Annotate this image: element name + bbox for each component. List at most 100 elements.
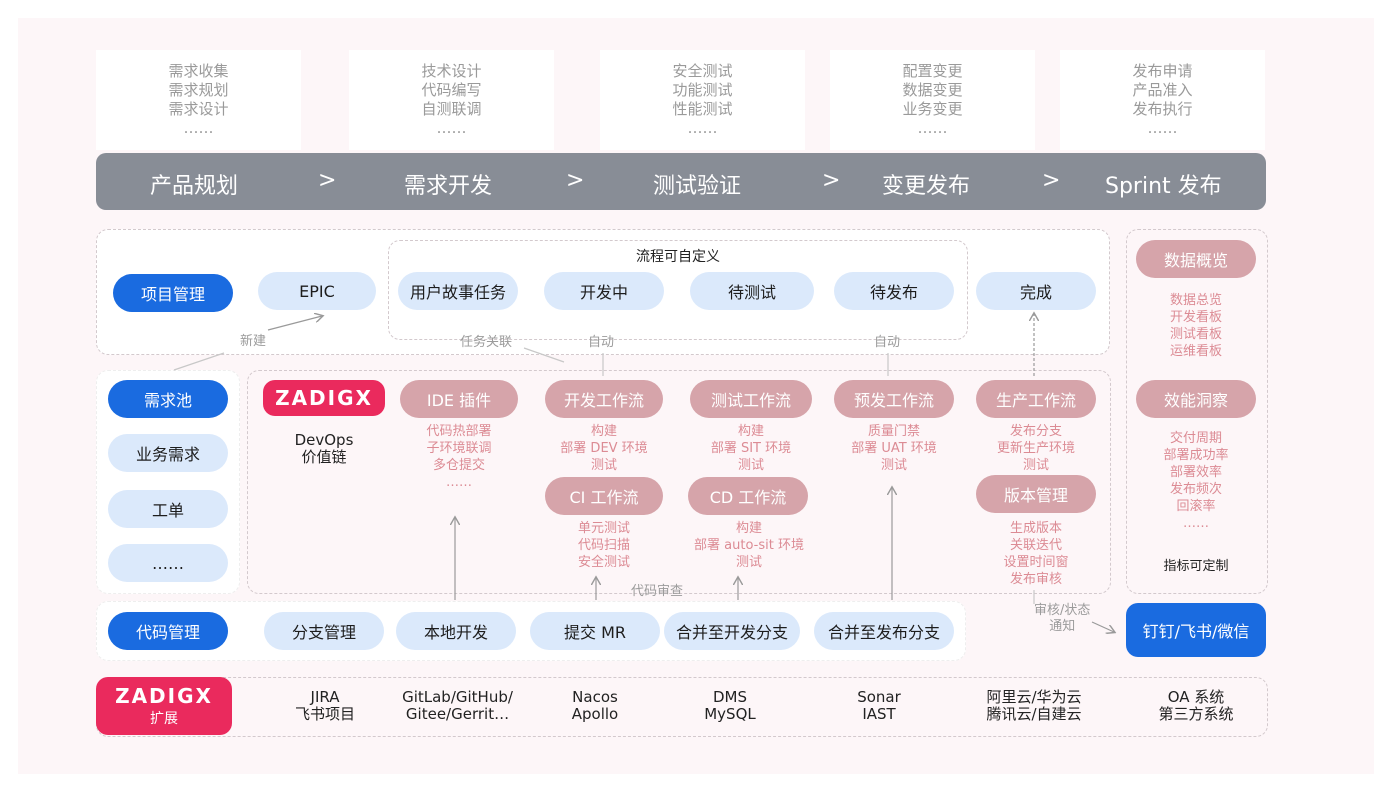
ext-line: Apollo bbox=[571, 705, 619, 723]
ext-item-sonar: Sonar IAST bbox=[834, 689, 924, 723]
merge-release-branch-pill[interactable]: 合并至发布分支 bbox=[814, 612, 954, 650]
code-management-button[interactable]: 代码管理 bbox=[108, 612, 228, 650]
merge-dev-branch-pill[interactable]: 合并至开发分支 bbox=[664, 612, 800, 650]
arrow-notify-im bbox=[1091, 621, 1114, 632]
stage-separator: > bbox=[822, 168, 841, 193]
stage-separator: > bbox=[318, 168, 337, 193]
ext-line: Gitee/Gerrit… bbox=[405, 705, 510, 723]
stage-item: 需求规划 bbox=[168, 81, 229, 99]
notify-label: 审核/状态 通知 bbox=[1034, 603, 1090, 635]
stage-label-testing: 测试验证 bbox=[653, 174, 742, 199]
version-item: 发布审核 bbox=[1009, 572, 1062, 587]
arrow-new-epic bbox=[267, 316, 322, 331]
ide-item: 子环境联调 bbox=[426, 441, 492, 456]
stage-separator: > bbox=[1042, 168, 1061, 193]
data-overview-items: 数据总览 开发看板 测试看板 运维看板 bbox=[1136, 292, 1256, 360]
version-management-pill[interactable]: 版本管理 bbox=[976, 475, 1096, 513]
stage-item: 需求设计 bbox=[168, 100, 229, 118]
line-project-demand bbox=[173, 352, 225, 371]
ide-plugin-items: 代码热部署 子环境联调 多仓提交 …… bbox=[400, 423, 518, 491]
stage-item: 技术设计 bbox=[421, 62, 482, 80]
auto-label: 自动 bbox=[588, 335, 615, 350]
stage-box-change: 配置变更 数据变更 业务变更 …… bbox=[830, 50, 1035, 150]
ext-label: 扩展 bbox=[150, 711, 178, 727]
flow-step-to-test[interactable]: 待测试 bbox=[690, 272, 814, 310]
project-management-button[interactable]: 项目管理 bbox=[113, 274, 233, 312]
stage-item: 产品准入 bbox=[1132, 81, 1193, 99]
ext-line: GitLab/GitHub/ bbox=[402, 688, 513, 706]
stage-item: 功能测试 bbox=[672, 81, 733, 99]
cd-item: 部署 auto-sit 环境 bbox=[694, 538, 804, 553]
line-task-link bbox=[523, 347, 565, 363]
insight-item: 发布频次 bbox=[1169, 482, 1222, 497]
value-chain-text: 价值链 bbox=[301, 448, 347, 466]
ext-item-oa: OA 系统 第三方系统 bbox=[1136, 689, 1256, 723]
stage-box-development: 技术设计 代码编写 自测联调 …… bbox=[349, 50, 554, 150]
ext-line: OA 系统 bbox=[1167, 688, 1225, 706]
metrics-custom-label: 指标可定制 bbox=[1163, 559, 1229, 574]
ext-logo-text: ZADIGX bbox=[115, 684, 213, 708]
stage-item: 发布申请 bbox=[1132, 62, 1193, 80]
ext-line: JIRA bbox=[310, 688, 340, 706]
logo-text: ZADIGX bbox=[275, 386, 373, 410]
flow-custom-title: 流程可自定义 bbox=[636, 249, 720, 265]
overview-item: 开发看板 bbox=[1169, 310, 1222, 325]
pre-workflow-items: 质量门禁 部署 UAT 环境 测试 bbox=[828, 423, 960, 474]
data-overview-pill[interactable]: 数据概览 bbox=[1136, 240, 1256, 278]
flow-step-done[interactable]: 完成 bbox=[976, 272, 1096, 310]
pre-item: 部署 UAT 环境 bbox=[851, 441, 937, 456]
overview-item: 运维看板 bbox=[1169, 344, 1222, 359]
stage-bar bbox=[96, 153, 1266, 210]
version-item: 关联迭代 bbox=[1009, 538, 1062, 553]
notify-line: 审核/状态 bbox=[1034, 603, 1091, 618]
stage-box-testing: 安全测试 功能测试 性能测试 …… bbox=[600, 50, 805, 150]
efficiency-insight-pill[interactable]: 效能洞察 bbox=[1136, 380, 1256, 418]
dev-workflow-pill[interactable]: 开发工作流 bbox=[545, 380, 663, 418]
flow-step-user-story[interactable]: 用户故事任务 bbox=[398, 272, 518, 310]
local-dev-pill[interactable]: 本地开发 bbox=[396, 612, 516, 650]
ext-line: DMS bbox=[712, 688, 747, 706]
test-workflow-pill[interactable]: 测试工作流 bbox=[690, 380, 812, 418]
submit-mr-pill[interactable]: 提交 MR bbox=[530, 612, 660, 650]
business-demand-pill[interactable]: 业务需求 bbox=[108, 434, 228, 472]
dev-workflow-items: 构建 部署 DEV 环境 测试 bbox=[540, 423, 668, 474]
ci-item: 单元测试 bbox=[577, 521, 630, 536]
insight-item: 交付周期 bbox=[1169, 431, 1222, 446]
cd-workflow-pill[interactable]: CD 工作流 bbox=[688, 477, 808, 515]
data-panel bbox=[1126, 229, 1268, 594]
pre-item: 测试 bbox=[880, 458, 907, 473]
more-pill[interactable]: …… bbox=[108, 544, 228, 582]
ci-item: 代码扫描 bbox=[577, 538, 630, 553]
ext-line: IAST bbox=[862, 705, 896, 723]
ext-item-git: GitLab/GitHub/ Gitee/Gerrit… bbox=[385, 689, 530, 723]
insight-item: 部署效率 bbox=[1169, 465, 1222, 480]
prod-workflow-pill[interactable]: 生产工作流 bbox=[976, 380, 1096, 418]
ext-item-dms: DMS MySQL bbox=[685, 689, 775, 723]
im-notify-button[interactable]: 钉钉/飞书/微信 bbox=[1126, 603, 1266, 657]
insight-item: 部署成功率 bbox=[1163, 448, 1229, 463]
prod-item: 更新生产环境 bbox=[996, 441, 1075, 456]
demand-pool-button[interactable]: 需求池 bbox=[108, 380, 228, 418]
new-label: 新建 bbox=[240, 334, 267, 349]
insight-item: 回滚率 bbox=[1176, 499, 1216, 514]
version-item: 设置时间窗 bbox=[1003, 555, 1069, 570]
dev-item: 构建 bbox=[590, 424, 617, 439]
pre-workflow-pill[interactable]: 预发工作流 bbox=[834, 380, 954, 418]
ticket-pill[interactable]: 工单 bbox=[108, 490, 228, 528]
ext-line: Nacos bbox=[572, 688, 618, 706]
ci-workflow-pill[interactable]: CI 工作流 bbox=[545, 477, 663, 515]
branch-management-pill[interactable]: 分支管理 bbox=[264, 612, 384, 650]
flow-step-to-release[interactable]: 待发布 bbox=[834, 272, 954, 310]
ext-line: 阿里云/华为云 bbox=[986, 688, 1082, 706]
epic-pill[interactable]: EPIC bbox=[258, 272, 376, 310]
stage-label-planning: 产品规划 bbox=[150, 174, 239, 199]
test-item: 构建 bbox=[737, 424, 764, 439]
test-item: 部署 SIT 环境 bbox=[710, 441, 792, 456]
stage-label-development: 需求开发 bbox=[404, 174, 493, 199]
ide-plugin-pill[interactable]: IDE 插件 bbox=[400, 380, 518, 418]
ext-line: 第三方系统 bbox=[1158, 705, 1234, 723]
stage-item: 安全测试 bbox=[672, 62, 733, 80]
flow-step-developing[interactable]: 开发中 bbox=[544, 272, 664, 310]
stage-item: 代码编写 bbox=[421, 81, 482, 99]
